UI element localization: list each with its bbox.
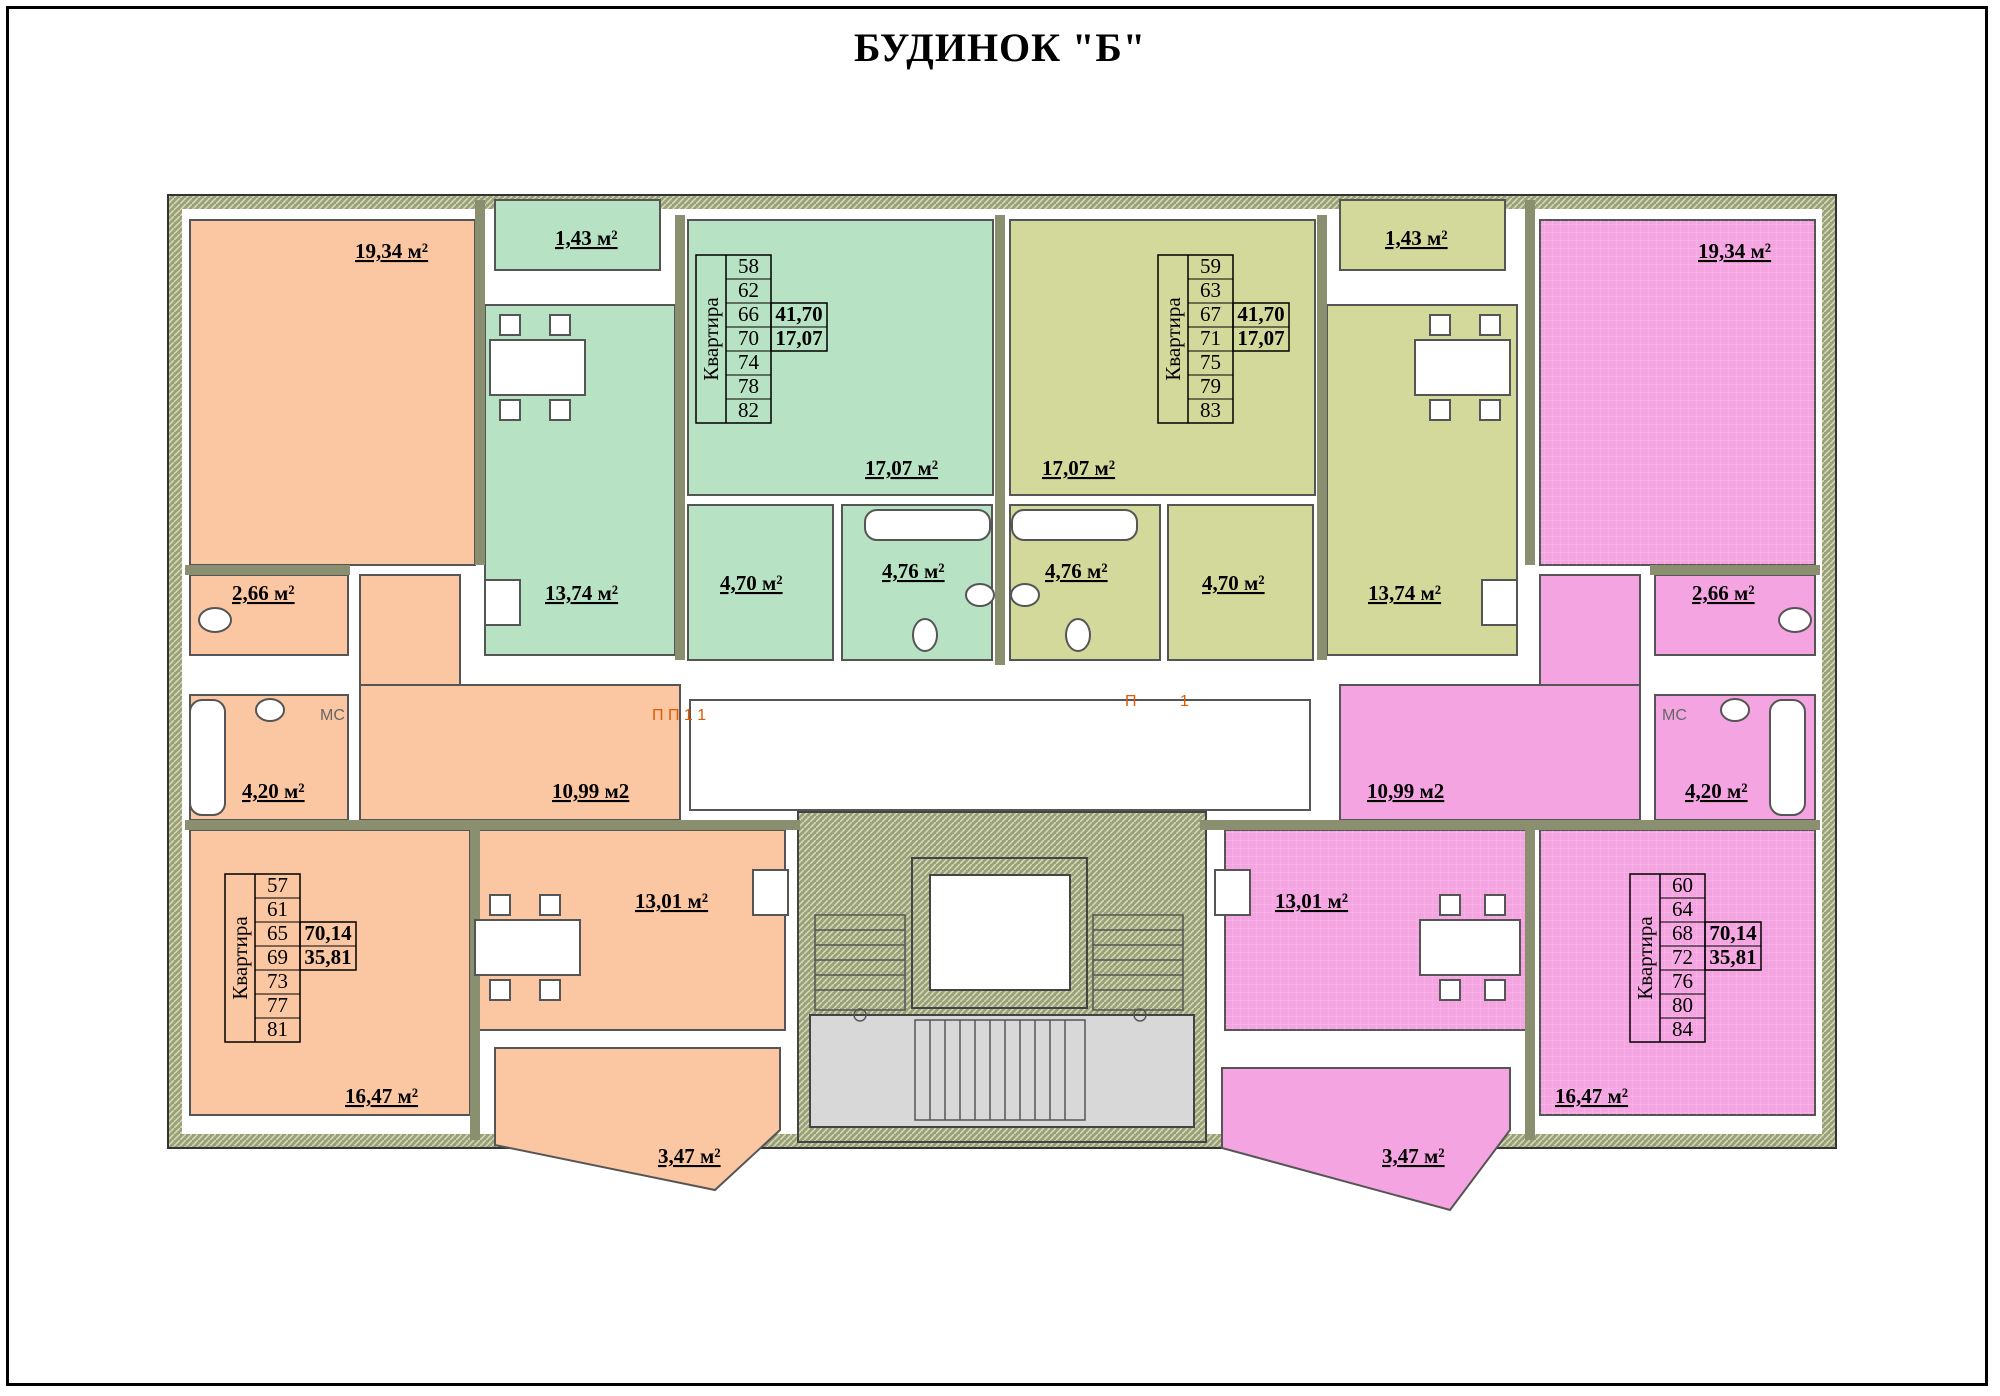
room-area-label: 10,99 м2 [1367, 779, 1444, 803]
apartment-number: 63 [1200, 278, 1221, 302]
apartment-number: 80 [1672, 993, 1693, 1017]
table-label: Квартира [1161, 297, 1185, 381]
room-area-label: 2,66 м² [1692, 581, 1755, 605]
room-area-label: 13,01 м² [1275, 889, 1348, 913]
apartment-number: 75 [1200, 350, 1221, 374]
lobby [689, 699, 1311, 811]
total-area: 70,14 [1709, 921, 1757, 945]
room-area-label: 10,99 м2 [552, 779, 629, 803]
riser-mark: 1 [1180, 693, 1189, 710]
stoves [484, 579, 1518, 916]
room-area-label: 4,76 м² [1045, 559, 1108, 583]
apartment-number: 76 [1672, 969, 1693, 993]
room-area-label: 17,07 м² [1042, 456, 1115, 480]
room-area-label: 19,34 м² [1698, 239, 1771, 263]
room-area-label: 1,43 м² [1385, 226, 1448, 250]
room-area-label: 13,01 м² [635, 889, 708, 913]
dining-set-green [489, 314, 586, 421]
ms-mark: МС [1662, 707, 1687, 724]
apartment-number: 61 [267, 897, 288, 921]
room-area-label: 4,20 м² [1685, 779, 1748, 803]
living-area: 35,81 [1709, 945, 1756, 969]
table-label: Квартира [1633, 916, 1657, 1000]
room-area-label: 13,74 м² [1368, 581, 1441, 605]
apartment-number: 81 [267, 1017, 288, 1041]
apartment-number: 65 [267, 921, 288, 945]
apartment-number: 78 [738, 374, 759, 398]
apartment-number: 83 [1200, 398, 1221, 422]
living-area: 17,07 [1237, 326, 1284, 350]
dining-set-peach [474, 894, 581, 1001]
bathtubs [189, 509, 1806, 816]
building-title: БУДИНОК "Б" [853, 25, 1147, 70]
toilets [198, 583, 1812, 722]
pink-grid-overlay-1 [1540, 220, 1815, 565]
apartment-number: 67 [1200, 302, 1221, 326]
apartment-peach-left [189, 219, 786, 1192]
apartment-number: 82 [738, 398, 759, 422]
room-area-label: 3,47 м² [658, 1144, 721, 1168]
apartment-number: 74 [738, 350, 760, 374]
apartment-number: 73 [267, 969, 288, 993]
apartment-number: 59 [1200, 254, 1221, 278]
apartment-green-left [484, 199, 994, 661]
living-area: 17,07 [775, 326, 822, 350]
riser-mark: П [1125, 693, 1137, 710]
apartment-number: 58 [738, 254, 759, 278]
apartment-number: 57 [267, 873, 288, 897]
room-area-label: 19,34 м² [355, 239, 428, 263]
room-area-label: 4,70 м² [720, 571, 783, 595]
partitions [185, 200, 1820, 1140]
total-area: 70,14 [304, 921, 352, 945]
dining-set-pink [1419, 894, 1521, 1001]
room-area-label: 4,20 м² [242, 779, 305, 803]
apartment-number: 66 [738, 302, 759, 326]
total-area: 41,70 [1237, 302, 1284, 326]
room-area-label: 16,47 м² [1555, 1084, 1628, 1108]
apartment-number: 79 [1200, 374, 1221, 398]
apartment-number: 72 [1672, 945, 1693, 969]
ms-mark: МС [320, 707, 345, 724]
dining-set-olive [1414, 314, 1511, 421]
living-area: 35,81 [304, 945, 351, 969]
apartment-number: 84 [1672, 1017, 1694, 1041]
room-area-label: 4,76 м² [882, 559, 945, 583]
drawing-frame [6, 6, 1988, 1386]
room-area-label: 13,74 м² [545, 581, 618, 605]
apartment-number: 68 [1672, 921, 1693, 945]
apartment-number: 69 [267, 945, 288, 969]
room-area-label: 17,07 м² [865, 456, 938, 480]
apartment-number: 77 [267, 993, 288, 1017]
apartment-number: 60 [1672, 873, 1693, 897]
room-area-label: 3,47 м² [1382, 1144, 1445, 1168]
room-area-label: 2,66 м² [232, 581, 295, 605]
room-area-label: 4,70 м² [1202, 571, 1265, 595]
stairwell [797, 811, 1207, 1143]
riser-mark: П П 1 1 [652, 707, 706, 724]
apartment-number: 62 [738, 278, 759, 302]
room-area-label: 1,43 м² [555, 226, 618, 250]
table-label: Квартира [228, 916, 252, 1000]
apartment-number: 64 [1672, 897, 1694, 921]
apartment-number: 71 [1200, 326, 1221, 350]
total-area: 41,70 [775, 302, 822, 326]
apartment-number: 70 [738, 326, 759, 350]
table-label: Квартира [699, 297, 723, 381]
room-area-label: 16,47 м² [345, 1084, 418, 1108]
pink-grid-overlay-2 [1540, 830, 1815, 1115]
